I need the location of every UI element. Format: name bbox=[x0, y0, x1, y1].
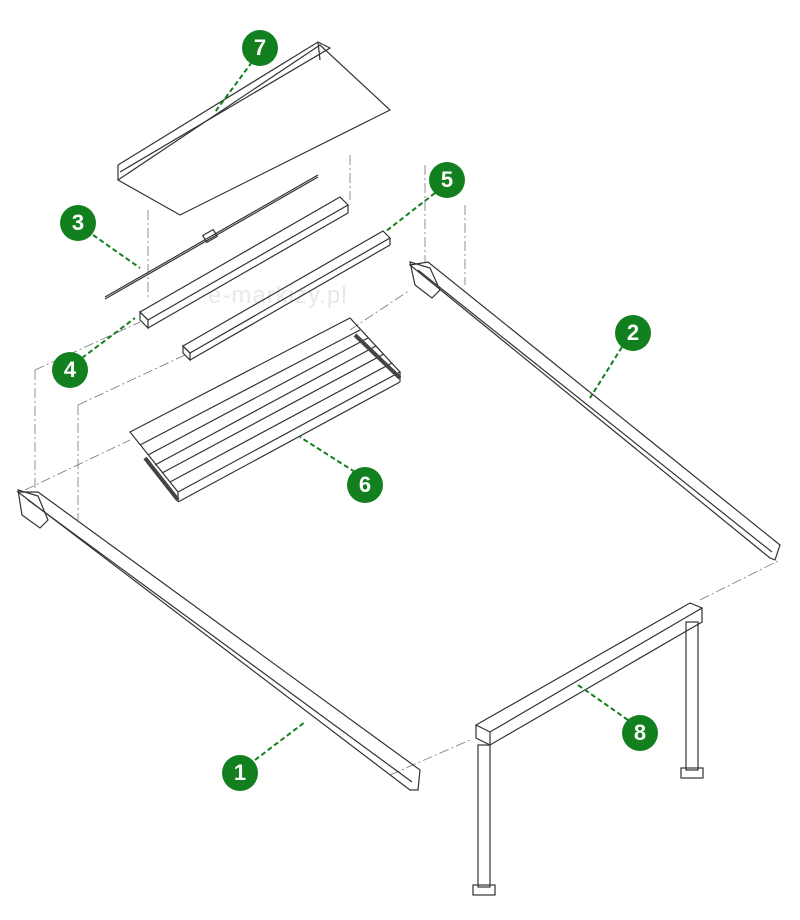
cover-panel-part bbox=[116, 41, 392, 216]
front-profile-part bbox=[139, 196, 349, 330]
left-rail-part bbox=[16, 489, 421, 791]
callout-badge-1: 1 bbox=[222, 755, 258, 791]
pleated-fabric-part bbox=[129, 317, 402, 503]
rear-profile-part bbox=[182, 230, 391, 362]
callout-badge-2: 2 bbox=[615, 315, 651, 351]
callout-badge-6: 6 bbox=[347, 467, 383, 503]
callout-badge-3: 3 bbox=[60, 205, 96, 241]
leader-lines bbox=[81, 61, 629, 761]
callout-badge-4: 4 bbox=[52, 352, 88, 388]
support-frame-part bbox=[472, 602, 704, 896]
rod-part bbox=[104, 174, 319, 300]
callout-badge-7: 7 bbox=[242, 30, 278, 66]
watermark: e-markizy.pl bbox=[208, 282, 348, 309]
callout-badge-8: 8 bbox=[622, 715, 658, 751]
callout-badge-5: 5 bbox=[429, 162, 465, 198]
construction-lines bbox=[24, 155, 781, 776]
right-rail-part bbox=[408, 261, 781, 561]
